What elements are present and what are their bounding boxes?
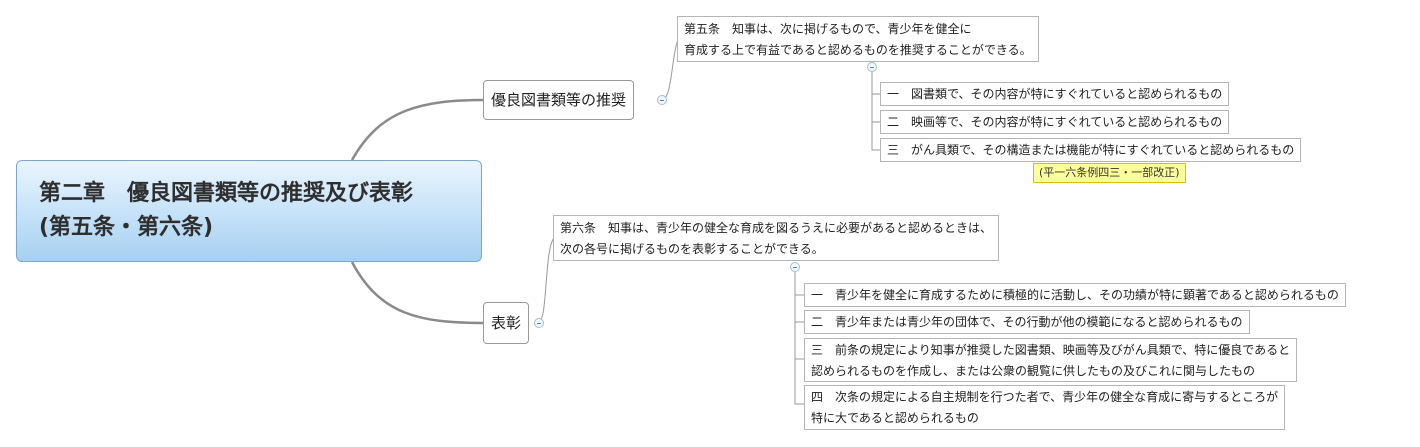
- collapse-toggle-icon[interactable]: [790, 262, 800, 272]
- branch-label: 優良図書類等の推奨: [491, 91, 627, 109]
- article-6-item-1[interactable]: 一 青少年を健全に育成するために積極的に活動し、その功績が特に顕著であると認めら…: [804, 283, 1346, 307]
- item-line: 認められるものを作成し、または公衆の観覧に供したもの及びこれに関与したもの: [811, 364, 1256, 378]
- branch-recommendation[interactable]: 優良図書類等の推奨: [483, 80, 635, 120]
- article-6-item-4[interactable]: 四 次条の規定による自主規制を行つた者で、青少年の健全な育成に寄与するところが …: [804, 385, 1286, 430]
- article-line: 第五条 知事は、次に掲げるもので、青少年を健全に: [684, 22, 972, 36]
- article-5-item-2[interactable]: 二 映画等で、その内容が特にすぐれていると認められるもの: [880, 110, 1230, 134]
- branch-label: 表彰: [491, 314, 522, 332]
- item-line: 四 次条の規定による自主規制を行つた者で、青少年の健全な育成に寄与するところが: [811, 390, 1279, 404]
- article-line: 育成する上で有益であると認めるものを推奨することができる。: [684, 43, 1032, 57]
- item-line: 特に大であると認められるもの: [811, 411, 979, 425]
- article-5[interactable]: 第五条 知事は、次に掲げるもので、青少年を健全に 育成する上で有益であると認める…: [677, 16, 1039, 62]
- collapse-toggle-icon[interactable]: [867, 62, 877, 72]
- item-line: 三 がん具類で、その構造または機能が特にすぐれていると認められるもの: [887, 143, 1295, 157]
- root-title-line1: 第二章 優良図書類等の推奨及び表彰: [39, 181, 414, 206]
- collapse-toggle-icon[interactable]: [657, 95, 667, 105]
- amendment-note: (平一六条例四三・一部改正): [1033, 163, 1186, 183]
- article-6-item-3[interactable]: 三 前条の規定により知事が推奨した図書類、映画等及びがん具類で、特に優良であると…: [804, 338, 1298, 382]
- article-5-item-1[interactable]: 一 図書類で、その内容が特にすぐれていると認められるもの: [880, 82, 1230, 106]
- item-line: 二 映画等で、その内容が特にすぐれていると認められるもの: [887, 115, 1223, 129]
- branch-commendation[interactable]: 表彰: [483, 302, 530, 344]
- root-topic[interactable]: 第二章 優良図書類等の推奨及び表彰 (第五条・第六条): [16, 160, 482, 262]
- root-title-line2: (第五条・第六条): [39, 215, 214, 240]
- article-6[interactable]: 第六条 知事は、青少年の健全な育成を図るうえに必要があると認めるときは、 次の各…: [553, 215, 1000, 261]
- item-line: 一 青少年を健全に育成するために積極的に活動し、その功績が特に顕著であると認めら…: [811, 288, 1339, 302]
- item-line: 二 青少年または青少年の団体で、その行動が他の模範になると認められるもの: [811, 315, 1243, 329]
- item-line: 三 前条の規定により知事が推奨した図書類、映画等及びがん具類で、特に優良であると: [811, 343, 1291, 357]
- article-line: 次の各号に掲げるものを表彰することができる。: [560, 242, 824, 256]
- collapse-toggle-icon[interactable]: [534, 318, 544, 328]
- article-6-item-2[interactable]: 二 青少年または青少年の団体で、その行動が他の模範になると認められるもの: [804, 310, 1250, 334]
- item-line: 一 図書類で、その内容が特にすぐれていると認められるもの: [887, 87, 1223, 101]
- article-5-item-3[interactable]: 三 がん具類で、その構造または機能が特にすぐれていると認められるもの: [880, 138, 1302, 162]
- article-line: 第六条 知事は、青少年の健全な育成を図るうえに必要があると認めるときは、: [560, 221, 993, 235]
